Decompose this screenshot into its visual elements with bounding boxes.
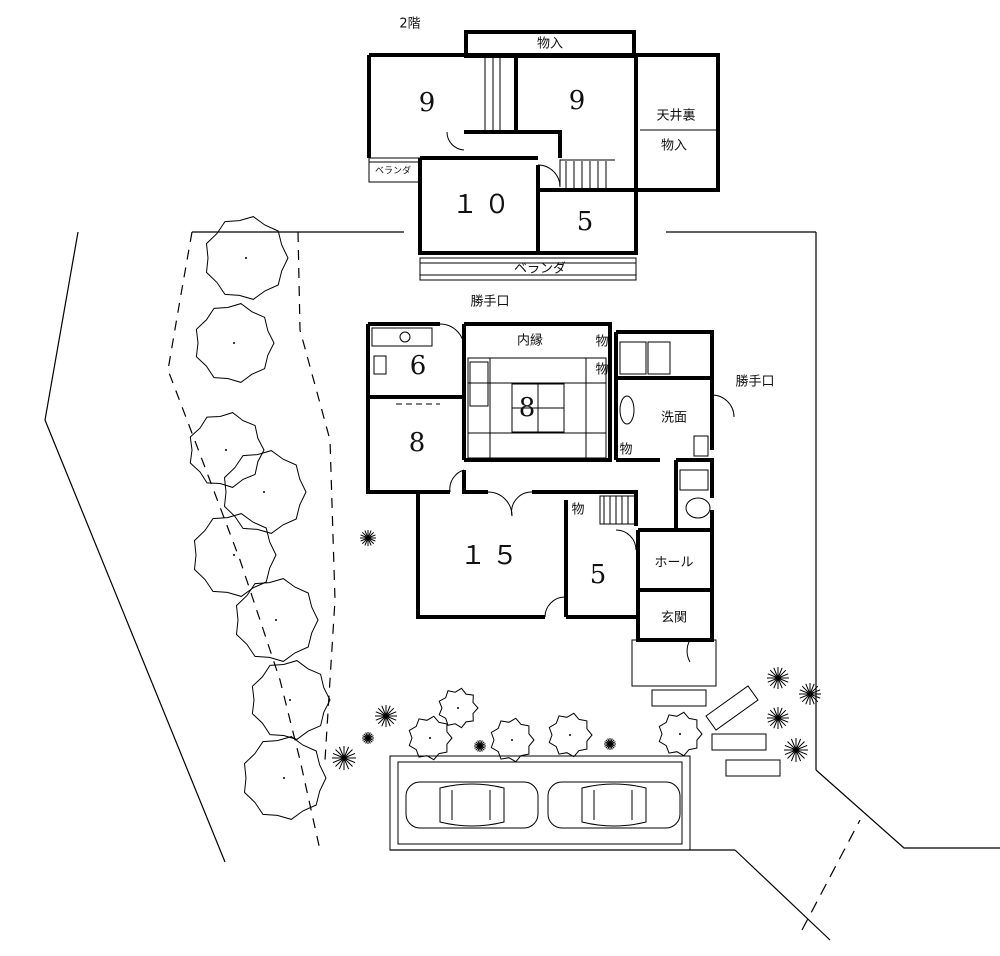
tree-icon: [408, 715, 453, 761]
second-floor-thin-lines: [368, 58, 716, 281]
tree-icon: [195, 303, 275, 383]
first-floor-thin-lines: [371, 323, 735, 687]
room-10: １０: [451, 190, 517, 220]
tree-center: [679, 733, 681, 735]
shrub-icon: [332, 746, 356, 770]
shrub-icon: [784, 738, 808, 762]
room-5-first-floor: 5: [589, 560, 613, 590]
tree-center: [283, 777, 285, 779]
shrub-icon: [474, 740, 486, 752]
tree-center: [233, 342, 235, 344]
veranda-small: ベランダ: [374, 166, 412, 177]
tree-icon: [243, 736, 327, 820]
tree-center: [569, 734, 571, 736]
tree-center: [289, 699, 291, 701]
room-storage-1: 物: [595, 334, 609, 350]
car-right-icon: [547, 781, 681, 829]
tree-center: [275, 619, 277, 621]
shrub-icon: [604, 738, 616, 750]
parking: [389, 685, 781, 851]
shrub-icon: [767, 707, 789, 729]
tree-icon: [438, 687, 479, 729]
tree-center: [429, 737, 431, 739]
shrub-icon: [360, 530, 376, 546]
room-washroom: 洗面: [660, 410, 688, 426]
room-storage-4: 物: [571, 502, 585, 518]
room-8-left: 8: [408, 428, 432, 458]
shrub-icon: [375, 705, 397, 727]
room-storage-2: 物: [595, 362, 609, 378]
tree-icon: [189, 412, 265, 488]
room-storage-top: 物入: [536, 36, 564, 52]
tree-center: [457, 707, 459, 709]
room-9-right: 9: [568, 86, 592, 116]
shrub-icon: [767, 667, 789, 689]
tree-icon: [193, 513, 277, 597]
back-door-right: 勝手口: [735, 374, 775, 390]
room-hall: ホール: [654, 555, 694, 571]
trees: [189, 216, 821, 820]
veranda-bottom: ベランダ: [513, 261, 567, 277]
tree-center: [263, 491, 265, 493]
back-door-top: 勝手口: [470, 294, 510, 310]
second-floor-title: 2階: [399, 16, 421, 32]
room-attic: 天井裏: [656, 108, 696, 124]
room-storage-3: 物: [619, 442, 633, 458]
tree-icon: [548, 712, 593, 758]
tree-icon: [205, 216, 289, 300]
room-15: １５: [459, 541, 525, 571]
tree-center: [245, 257, 247, 259]
tree-icon: [223, 450, 307, 534]
room-storage-attic: 物入: [660, 138, 688, 154]
room-9-left: 9: [418, 88, 442, 118]
room-5-second-floor: 5: [576, 207, 600, 237]
shrub-icon: [799, 683, 821, 705]
tree-icon: [658, 711, 703, 757]
tree-center: [225, 449, 227, 451]
room-inner-veranda: 内縁: [516, 333, 544, 349]
room-entrance: 玄関: [660, 610, 688, 626]
shrub-icon: [362, 732, 374, 744]
tree-icon: [235, 578, 319, 662]
room-6: 6: [409, 351, 433, 381]
car-left-icon: [405, 781, 539, 829]
second-floor-walls: [367, 30, 720, 255]
tree-center: [511, 739, 513, 741]
room-8-tatami: 8: [518, 393, 542, 423]
tree-icon: [251, 660, 331, 740]
tree-center: [233, 554, 235, 556]
